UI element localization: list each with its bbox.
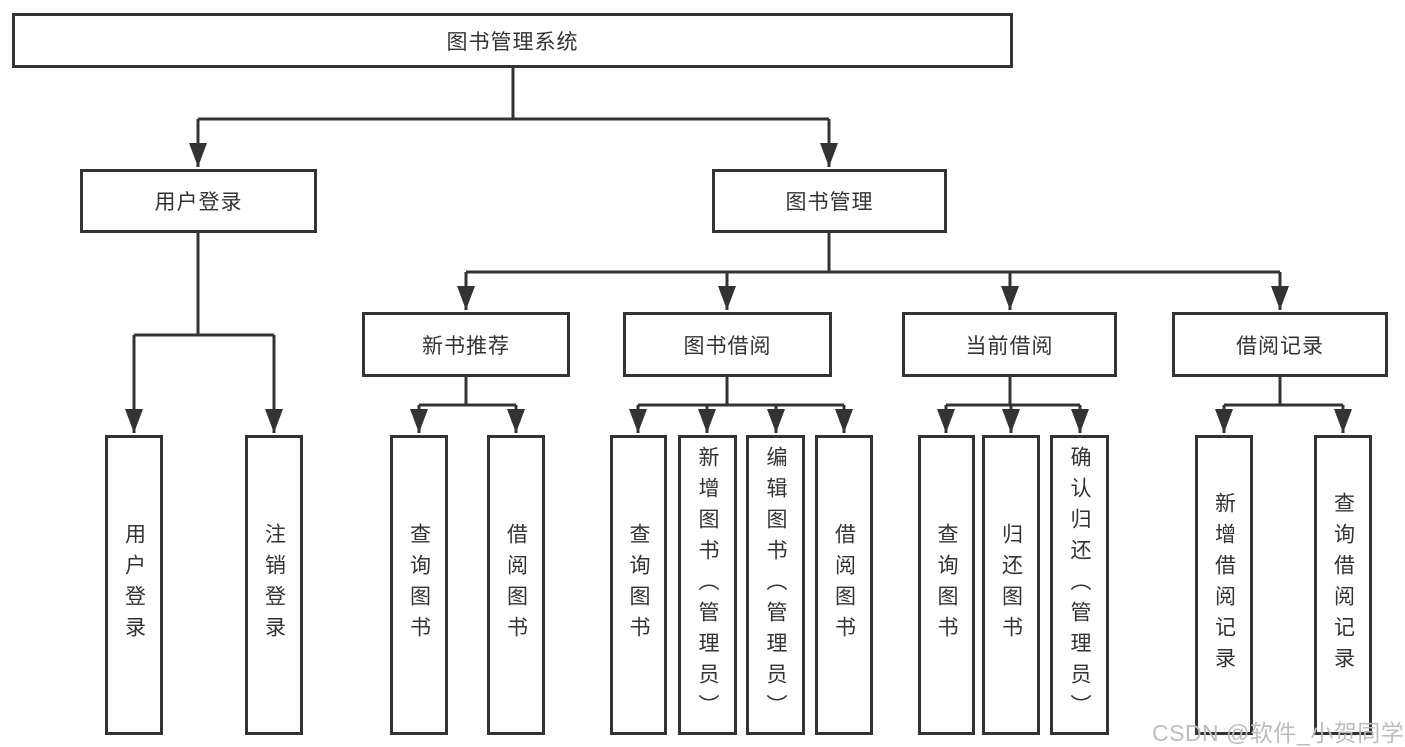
leaf-recommend-borrow-books: 借阅图书 xyxy=(487,435,545,735)
node-user-login: 用户登录 xyxy=(80,169,317,233)
leaf-add-borrow-record: 新增借阅记录 xyxy=(1195,435,1253,735)
leaf-return-books: 归还图书 xyxy=(982,435,1040,735)
leaf-borrow-books: 借阅图书 xyxy=(815,435,873,735)
leaf-recommend-query-books: 查询图书 xyxy=(390,435,448,735)
csdn-watermark: CSDN @软件_小贺同学 xyxy=(1152,720,1405,746)
leaf-edit-book-admin: 编辑图书（管理员） xyxy=(746,435,805,735)
node-root-system: 图书管理系统 xyxy=(12,13,1013,68)
leaf-query-borrow-record: 查询借阅记录 xyxy=(1314,435,1372,735)
node-book-management: 图书管理 xyxy=(712,169,947,233)
leaf-confirm-return-admin: 确认归还（管理员） xyxy=(1050,435,1109,735)
leaf-user-login: 用户登录 xyxy=(105,435,163,735)
node-current-borrow: 当前借阅 xyxy=(902,312,1117,377)
leaf-logout: 注销登录 xyxy=(245,435,303,735)
leaf-add-book-admin: 新增图书（管理员） xyxy=(678,435,737,735)
node-new-book-recommend: 新书推荐 xyxy=(362,312,570,377)
leaf-borrow-query-books: 查询图书 xyxy=(610,435,667,735)
node-book-borrow: 图书借阅 xyxy=(623,312,832,377)
node-borrow-records: 借阅记录 xyxy=(1172,312,1388,377)
leaf-current-query-books: 查询图书 xyxy=(918,435,975,735)
